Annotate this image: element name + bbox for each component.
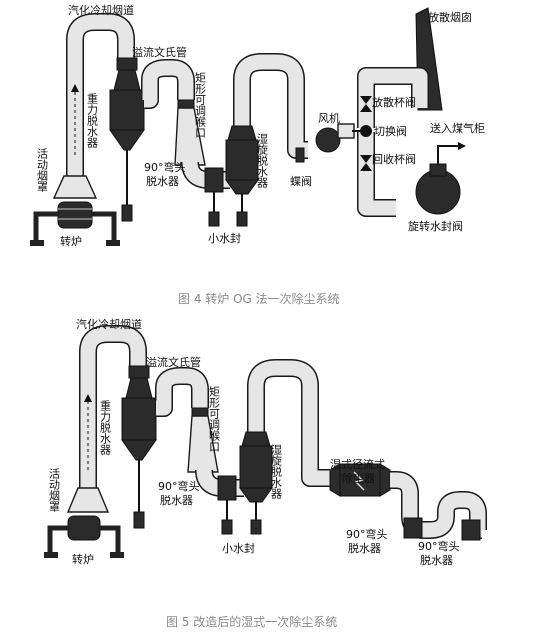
label-cooling-flue: 汽化冷却烟道 xyxy=(68,3,134,17)
caption-figure-5: 图 5 改造后的湿式一次除尘系统 xyxy=(166,614,337,629)
label-rect-throat-2: 矩形可调喉口 xyxy=(208,386,221,452)
figure-5: 汽化冷却烟道 溢流文氏管 矩形可调喉口 重力脱水器 湿旋脱水器 湿式径流式 除尘… xyxy=(44,317,487,629)
caption-figure-4: 图 4 转炉 OG 法一次除尘系统 xyxy=(178,291,340,306)
label-swirl-dewater-2: 湿旋脱水器 xyxy=(270,444,283,500)
butterfly-valve-shape xyxy=(295,147,305,163)
label-elbow-dewater-4b: 脱水器 xyxy=(420,553,453,567)
label-recover-cup-valve: 回收杯阀 xyxy=(372,152,416,166)
label-small-seal: 小水封 xyxy=(208,231,241,245)
gravity-dewater-shape-2 xyxy=(121,397,157,441)
label-vent-cup-valve: 放散杯阀 xyxy=(372,95,416,109)
label-cooling-flue-2: 汽化冷却烟道 xyxy=(76,317,142,331)
elbow-dewater-shape xyxy=(204,167,224,193)
label-elbow-dewater-2a: 90°弯头 xyxy=(158,479,200,493)
label-elbow-dewater-2b: 脱水器 xyxy=(160,493,193,507)
label-elbow-dewater-b: 脱水器 xyxy=(146,174,179,188)
converter-shape-2 xyxy=(67,515,101,541)
label-overflow-venturi-2: 溢流文氏管 xyxy=(146,355,201,369)
label-elbow-dewater-3a: 90°弯头 xyxy=(346,527,388,541)
label-switch-valve: 切换阀 xyxy=(374,124,407,138)
label-stack: 放散烟囱 xyxy=(428,10,472,24)
moving-hood-shape-2 xyxy=(66,487,110,513)
label-small-seal-2: 小水封 xyxy=(222,541,255,555)
label-converter-2: 转炉 xyxy=(72,552,94,566)
rect-throat-shape xyxy=(177,99,195,109)
label-converter: 转炉 xyxy=(60,234,82,248)
label-rect-throat: 矩形可调喉口 xyxy=(194,72,207,138)
label-fan: 风机 xyxy=(318,111,340,125)
label-elbow-dewater-4a: 90°弯头 xyxy=(418,539,460,553)
label-rotary-seal: 旋转水封阀 xyxy=(408,219,463,233)
swirl-dewater-shape xyxy=(225,139,259,181)
label-butterfly-valve: 蝶阀 xyxy=(290,174,312,188)
label-to-gas-holder: 送入煤气柜 xyxy=(430,121,485,135)
rotary-seal-shape xyxy=(415,169,461,215)
label-gravity-dewater: 重力脱水器 xyxy=(86,92,99,149)
label-swirl-dewater: 湿旋脱水器 xyxy=(256,133,269,189)
gravity-dewater-shape xyxy=(109,89,145,131)
label-wet-esp-b: 除尘器 xyxy=(342,471,375,485)
label-moving-hood: 活动烟罩 xyxy=(36,148,49,192)
venturi-shape xyxy=(116,57,138,71)
figure-4: 汽化冷却烟道 溢流文氏管 放散烟囱 矩形可调喉口 重力脱水器 湿旋脱水器 90°… xyxy=(30,3,485,306)
label-moving-hood-2: 活动烟罩 xyxy=(48,468,61,512)
label-overflow-venturi: 溢流文氏管 xyxy=(132,45,187,59)
swirl-dewater-shape-2 xyxy=(239,445,273,489)
label-elbow-dewater-3b: 脱水器 xyxy=(348,541,381,555)
label-elbow-dewater-a: 90°弯头 xyxy=(144,160,186,174)
converter-shape xyxy=(57,201,93,229)
fan-shape xyxy=(315,127,341,153)
label-gravity-dewater-2: 重力脱水器 xyxy=(99,399,112,456)
label-wet-esp-a: 湿式径流式 xyxy=(330,457,385,471)
moving-hood-shape xyxy=(52,175,98,199)
